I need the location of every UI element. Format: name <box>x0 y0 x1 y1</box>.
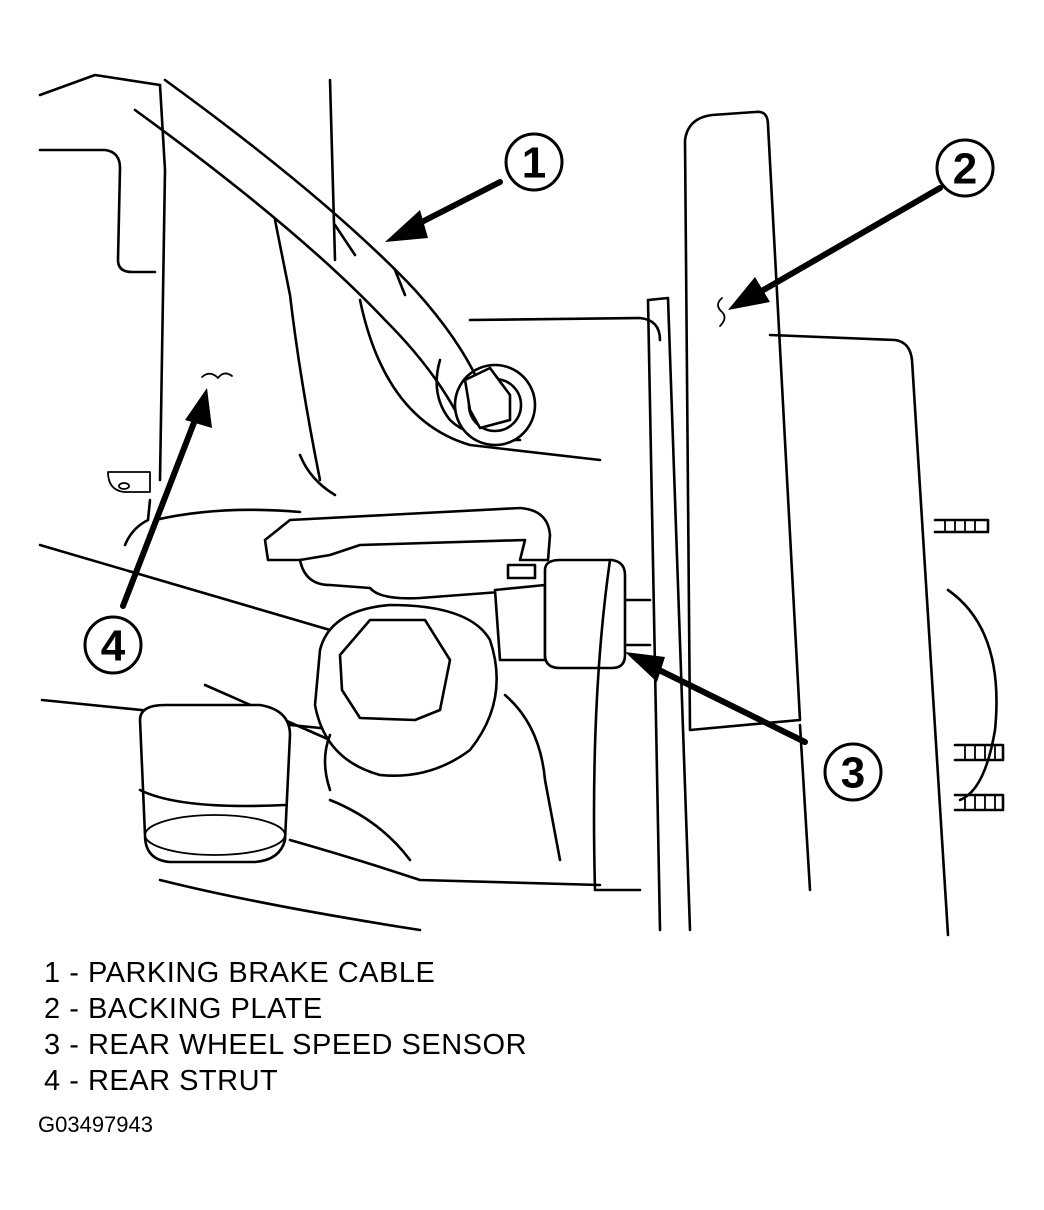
legend-number: 4 <box>44 1065 61 1097</box>
legend: 1 - PARKING BRAKE CABLE 2 - BACKING PLAT… <box>44 955 527 1099</box>
callout-4: 4 <box>83 615 143 675</box>
legend-number: 1 <box>44 957 61 989</box>
legend-separator: - <box>69 1065 80 1097</box>
callout-3-arrow <box>625 652 808 745</box>
callout-3: 3 <box>823 742 883 802</box>
callout-4-arrow <box>120 388 212 609</box>
legend-label: REAR STRUT <box>87 1065 279 1097</box>
speed-sensor <box>263 506 652 670</box>
body-panel <box>38 73 337 547</box>
legend-label: REAR WHEEL SPEED SENSOR <box>87 1029 528 1061</box>
svg-text:4: 4 <box>101 622 126 671</box>
legend-separator: - <box>69 993 80 1025</box>
legend-label: PARKING BRAKE CABLE <box>87 957 436 989</box>
callout-2-arrow <box>728 185 943 310</box>
backing-plate <box>592 110 950 937</box>
figure-id: G03497943 <box>38 1112 153 1137</box>
legend-number: 3 <box>44 1029 61 1061</box>
legend-separator: - <box>69 957 80 989</box>
knuckle <box>273 218 662 497</box>
callout-1: 1 <box>504 132 564 192</box>
svg-text:1: 1 <box>522 139 546 188</box>
legend-item: 3 - REAR WHEEL SPEED SENSOR <box>44 1027 527 1063</box>
legend-separator: - <box>69 1029 80 1061</box>
legend-number: 2 <box>44 993 61 1025</box>
callout-2: 2 <box>935 138 995 198</box>
technical-drawing: 1 2 3 4 <box>38 73 1005 937</box>
legend-item: 2 - BACKING PLATE <box>44 991 527 1027</box>
legend-item: 1 - PARKING BRAKE CABLE <box>44 955 527 991</box>
hub-bolt <box>313 603 562 862</box>
callout-1-arrow <box>385 179 503 242</box>
svg-text:2: 2 <box>953 145 977 194</box>
backing-plate-target-mark <box>717 297 726 327</box>
wheel-studs <box>933 518 1005 812</box>
svg-text:3: 3 <box>841 749 865 798</box>
parking-brake-cable <box>133 78 512 430</box>
legend-label: BACKING PLATE <box>87 993 323 1025</box>
rear-strut-target-mark <box>201 372 233 379</box>
rear-strut <box>38 508 602 932</box>
legend-item: 4 - REAR STRUT <box>44 1063 527 1099</box>
